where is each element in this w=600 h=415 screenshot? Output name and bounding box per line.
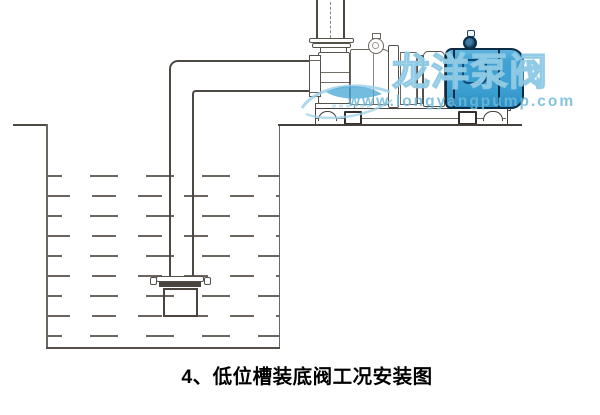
watermark-brand-text: 龙洋泵阀 [391, 52, 549, 94]
discharge-pipe-right-line [343, 0, 345, 39]
tank-bottom [46, 346, 280, 349]
foot-valve-bolt-right [203, 277, 211, 285]
suction-flange-notch-top [309, 60, 321, 62]
figure-caption: 4、低位槽装底阀工况安装图 [181, 366, 433, 388]
motor-eyebolt-icon [463, 35, 477, 50]
discharge-flange-upper [308, 38, 354, 43]
liquid-level-dash [46, 255, 62, 257]
liquid-level-dash [258, 215, 280, 217]
discharge-pipe-centerline [329, 2, 331, 38]
liquid-level-dash [138, 235, 162, 237]
liquid-level-dash [202, 255, 230, 257]
suction-pipe-outer-line [168, 60, 310, 278]
liquid-level-dash [202, 175, 230, 177]
liquid-level-dash [230, 275, 254, 277]
vent-plug-inner [372, 42, 379, 49]
coupling-guard [422, 50, 445, 107]
liquid-level-dash [230, 235, 254, 237]
discharge-pipe-left-line [316, 0, 318, 39]
liquid-level-dash [146, 255, 174, 257]
liquid-level-dash [90, 255, 118, 257]
liquid-level-dash [92, 195, 116, 197]
liquid-level-dash [230, 195, 254, 197]
liquid-level-dash [90, 175, 118, 177]
watermark-url-text: www.longyangpump.com [348, 93, 576, 110]
liquid-level-dash [92, 275, 116, 277]
ground-line-left [13, 124, 47, 126]
coupling-post [416, 55, 423, 104]
liquid-level-dash [46, 175, 62, 177]
electric-motor [445, 47, 524, 109]
liquid-level-dash [202, 295, 230, 297]
brand-swoosh-icon [300, 84, 393, 120]
watermark-logo [296, 78, 400, 122]
baseplate-hump-left [317, 110, 337, 121]
liquid-level-dash [184, 195, 208, 197]
liquid-level-dash [258, 175, 280, 177]
foot-valve-flange-bar [159, 281, 201, 287]
frame-spacer [399, 51, 417, 105]
liquid-level-dash [138, 315, 162, 317]
pump-casing-line-1 [318, 71, 349, 74]
suction-flange-notch-bottom [309, 91, 321, 93]
liquid-level-dash [46, 215, 62, 217]
liquid-level-dash [46, 235, 70, 237]
liquid-level-dash [146, 335, 174, 337]
liquid-level-dash [276, 235, 280, 237]
liquid-level-dash [90, 295, 118, 297]
liquid-level-dash [230, 315, 254, 317]
suction-pipe-inner-line [192, 90, 309, 278]
liquid-level-dash [258, 335, 280, 337]
support-flange [388, 44, 399, 108]
liquid-level-dash [146, 215, 174, 217]
foot-valve-body [162, 288, 198, 317]
liquid-level-dash [46, 195, 70, 197]
liquid-level-dash [90, 335, 118, 337]
liquid-level-dash [138, 275, 162, 277]
bearing-frame-line [372, 49, 374, 104]
liquid-level-dash [92, 235, 116, 237]
liquid-level-dash [46, 295, 62, 297]
motor-rear-seam [498, 49, 500, 107]
foot-valve-bolt-left [149, 277, 157, 285]
liquid-level-dash [202, 335, 230, 337]
liquid-level-dash [90, 215, 118, 217]
floor-line-right [278, 123, 522, 126]
liquid-level-dash [276, 315, 280, 317]
motor-front-seam [453, 49, 455, 107]
liquid-level-dash [46, 335, 62, 337]
liquid-level-dash [258, 255, 280, 257]
liquid-level-dash [184, 235, 208, 237]
liquid-level-dash [276, 195, 280, 197]
liquid-level-dash [138, 195, 162, 197]
liquid-level-dash [184, 275, 208, 277]
liquid-level-dash [146, 175, 174, 177]
baseplate-inner-line [316, 117, 506, 119]
motor-terminal-box [462, 58, 487, 84]
pump-casing-line-2 [318, 81, 349, 83]
liquid-level-dash [202, 215, 230, 217]
liquid-level-dash [46, 275, 70, 277]
liquid-level-dash [276, 275, 280, 277]
liquid-level-dash [46, 315, 70, 317]
baseplate-hump-right [482, 110, 503, 121]
liquid-level-dash [258, 295, 280, 297]
liquid-level-dash [92, 315, 116, 317]
liquid-level-dash [146, 295, 174, 297]
